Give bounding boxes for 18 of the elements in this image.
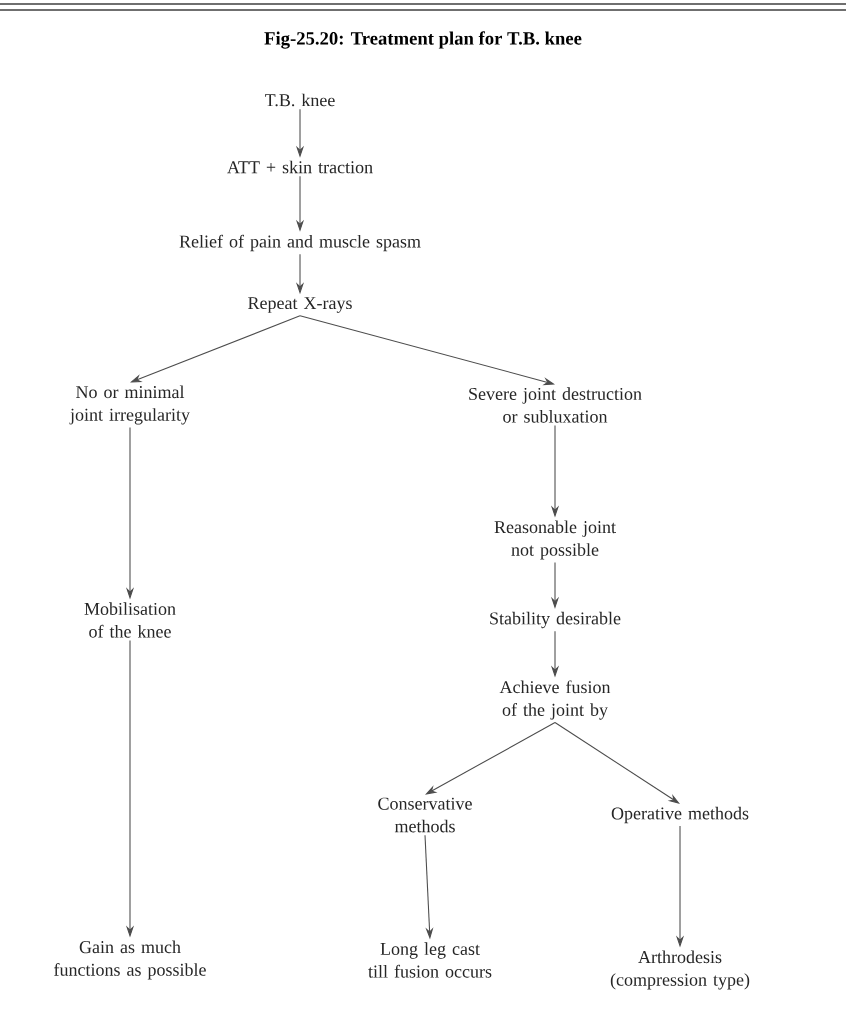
step-text: ATT + skin traction (227, 160, 373, 174)
step-text: Severe joint destruction or subluxation (469, 387, 642, 423)
step-text: Achieve fusion of the joint by (499, 680, 611, 720)
arrow (425, 722, 556, 795)
step-text: Mobilisation of the knee (84, 602, 176, 638)
step-text: Operative methods (611, 806, 749, 824)
step-text: Long leg cast till fusion occurs (368, 942, 492, 978)
step-text: No or minimal joint irregularity (69, 385, 190, 425)
step-text: T.B. knee (265, 93, 335, 107)
step-text: Reasonable joint not possible (494, 520, 616, 560)
arrow (554, 722, 680, 804)
figure-title: Fig-25.20: Treatment plan for T.B. knee (264, 31, 582, 49)
step-text: Stability desirable (490, 611, 621, 629)
step-text: Gain as much functions as possible (54, 940, 206, 980)
step-text: Repeat X-rays (248, 297, 352, 313)
step-text: Relief of pain and muscle spasm (179, 234, 421, 252)
step-text: Conservative methods (378, 797, 472, 833)
step-text: Arthrodesis (compression type) (610, 950, 750, 990)
